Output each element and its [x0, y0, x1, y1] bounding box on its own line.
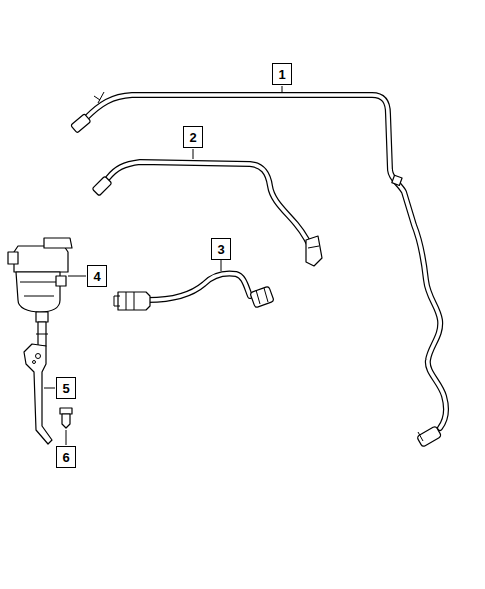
callout-number: 2 — [183, 126, 203, 148]
fuel-tube-3 — [114, 273, 274, 310]
fuel-tube-1 — [71, 92, 446, 447]
screw — [60, 408, 72, 428]
fuel-tube-2 — [92, 162, 322, 266]
callout-number: 1 — [272, 63, 292, 85]
callout-number: 3 — [211, 238, 231, 260]
valve-bracket — [24, 344, 52, 444]
leader-lines — [44, 86, 282, 445]
callout-number: 5 — [56, 377, 76, 399]
callout-number: 4 — [87, 265, 107, 287]
callout-number: 6 — [56, 446, 76, 468]
purge-valve — [8, 238, 72, 346]
